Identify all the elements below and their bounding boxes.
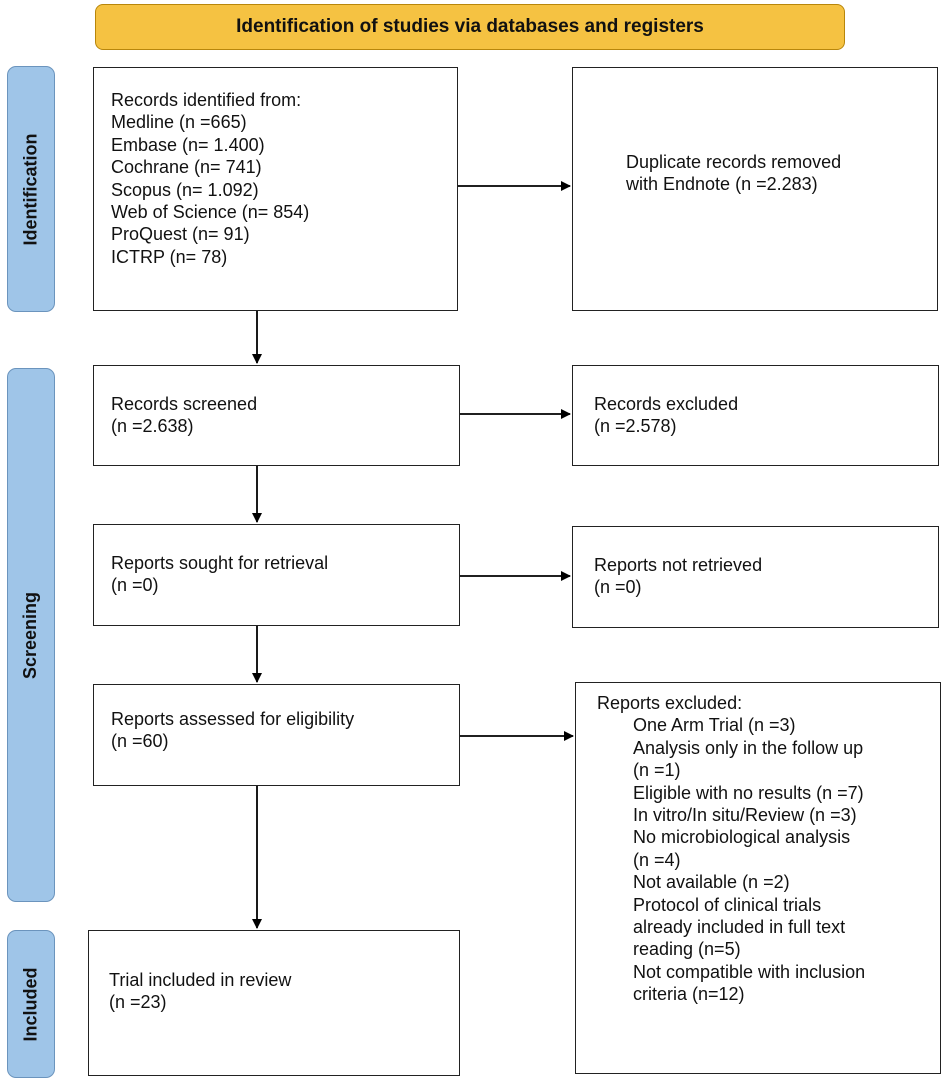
included-box: Trial included in review (n =23) — [88, 930, 460, 1076]
reason-item: Protocol of clinical trials — [633, 894, 822, 915]
assessed-line2: (n =60) — [111, 731, 169, 752]
reports-assessed-box: Reports assessed for eligibility (n =60) — [93, 684, 460, 786]
reason-item: Not compatible with inclusion — [633, 961, 866, 982]
reason-item: In vitro/In situ/Review (n =3) — [633, 805, 857, 826]
source-web-of-science: Web of Science (n= 854) — [111, 202, 310, 223]
records-excluded-box: Records excluded (n =2.578) — [572, 365, 939, 466]
records-screened-box: Records screened (n =2.638) — [93, 365, 460, 466]
phase-included: Included — [7, 930, 55, 1078]
reason-item: (n =4) — [633, 849, 681, 870]
reason-item: No microbiological analysis — [633, 827, 851, 848]
assessed-line1: Reports assessed for eligibility — [111, 709, 355, 729]
reason-item: reading (n=5) — [633, 939, 741, 960]
duplicates-line1: Duplicate records removed — [626, 152, 842, 172]
duplicates-line2: with Endnote (n =2.283) — [626, 174, 818, 195]
phase-identification: Identification — [7, 66, 55, 312]
reason-item: Not available (n =2) — [633, 872, 790, 893]
source-scopus: Scopus (n= 1.092) — [111, 179, 259, 200]
screened-line1: Records screened — [111, 394, 258, 414]
source-embase: Embase (n= 1.400) — [111, 134, 265, 155]
reports-not-retrieved-box: Reports not retrieved (n =0) — [572, 526, 939, 628]
banner-title: Identification of studies via databases … — [95, 4, 845, 50]
excluded-line2: (n =2.578) — [594, 416, 677, 437]
source-proquest: ProQuest (n= 91) — [111, 224, 250, 245]
not-retrieved-line2: (n =0) — [594, 577, 642, 598]
reports-excluded-box: Reports excluded: One Arm Trial (n =3) A… — [575, 682, 941, 1074]
source-cochrane: Cochrane (n= 741) — [111, 157, 262, 178]
duplicates-removed-box: Duplicate records removed with Endnote (… — [572, 67, 938, 311]
reason-item: criteria (n=12) — [633, 984, 745, 1005]
not-retrieved-line1: Reports not retrieved — [594, 555, 763, 575]
screened-line2: (n =2.638) — [111, 416, 194, 437]
sought-line1: Reports sought for retrieval — [111, 553, 329, 573]
included-line2: (n =23) — [109, 992, 167, 1013]
included-line1: Trial included in review — [109, 970, 292, 990]
reports-sought-box: Reports sought for retrieval (n =0) — [93, 524, 460, 626]
reason-item: Analysis only in the follow up — [633, 737, 864, 758]
records-identified-box: Records identified from: Medline (n =665… — [93, 67, 458, 311]
records-identified-heading: Records identified from: — [111, 90, 302, 110]
source-medline: Medline (n =665) — [111, 112, 247, 133]
reason-item: One Arm Trial (n =3) — [633, 715, 796, 736]
source-ictrp: ICTRP (n= 78) — [111, 246, 228, 267]
sought-line2: (n =0) — [111, 575, 159, 596]
reports-excluded-heading: Reports excluded: — [597, 693, 743, 713]
reason-item: Eligible with no results (n =7) — [633, 782, 864, 803]
reason-item: (n =1) — [633, 760, 681, 781]
excluded-line1: Records excluded — [594, 394, 739, 414]
reason-item: already included in full text — [633, 917, 846, 938]
phase-screening: Screening — [7, 368, 55, 902]
